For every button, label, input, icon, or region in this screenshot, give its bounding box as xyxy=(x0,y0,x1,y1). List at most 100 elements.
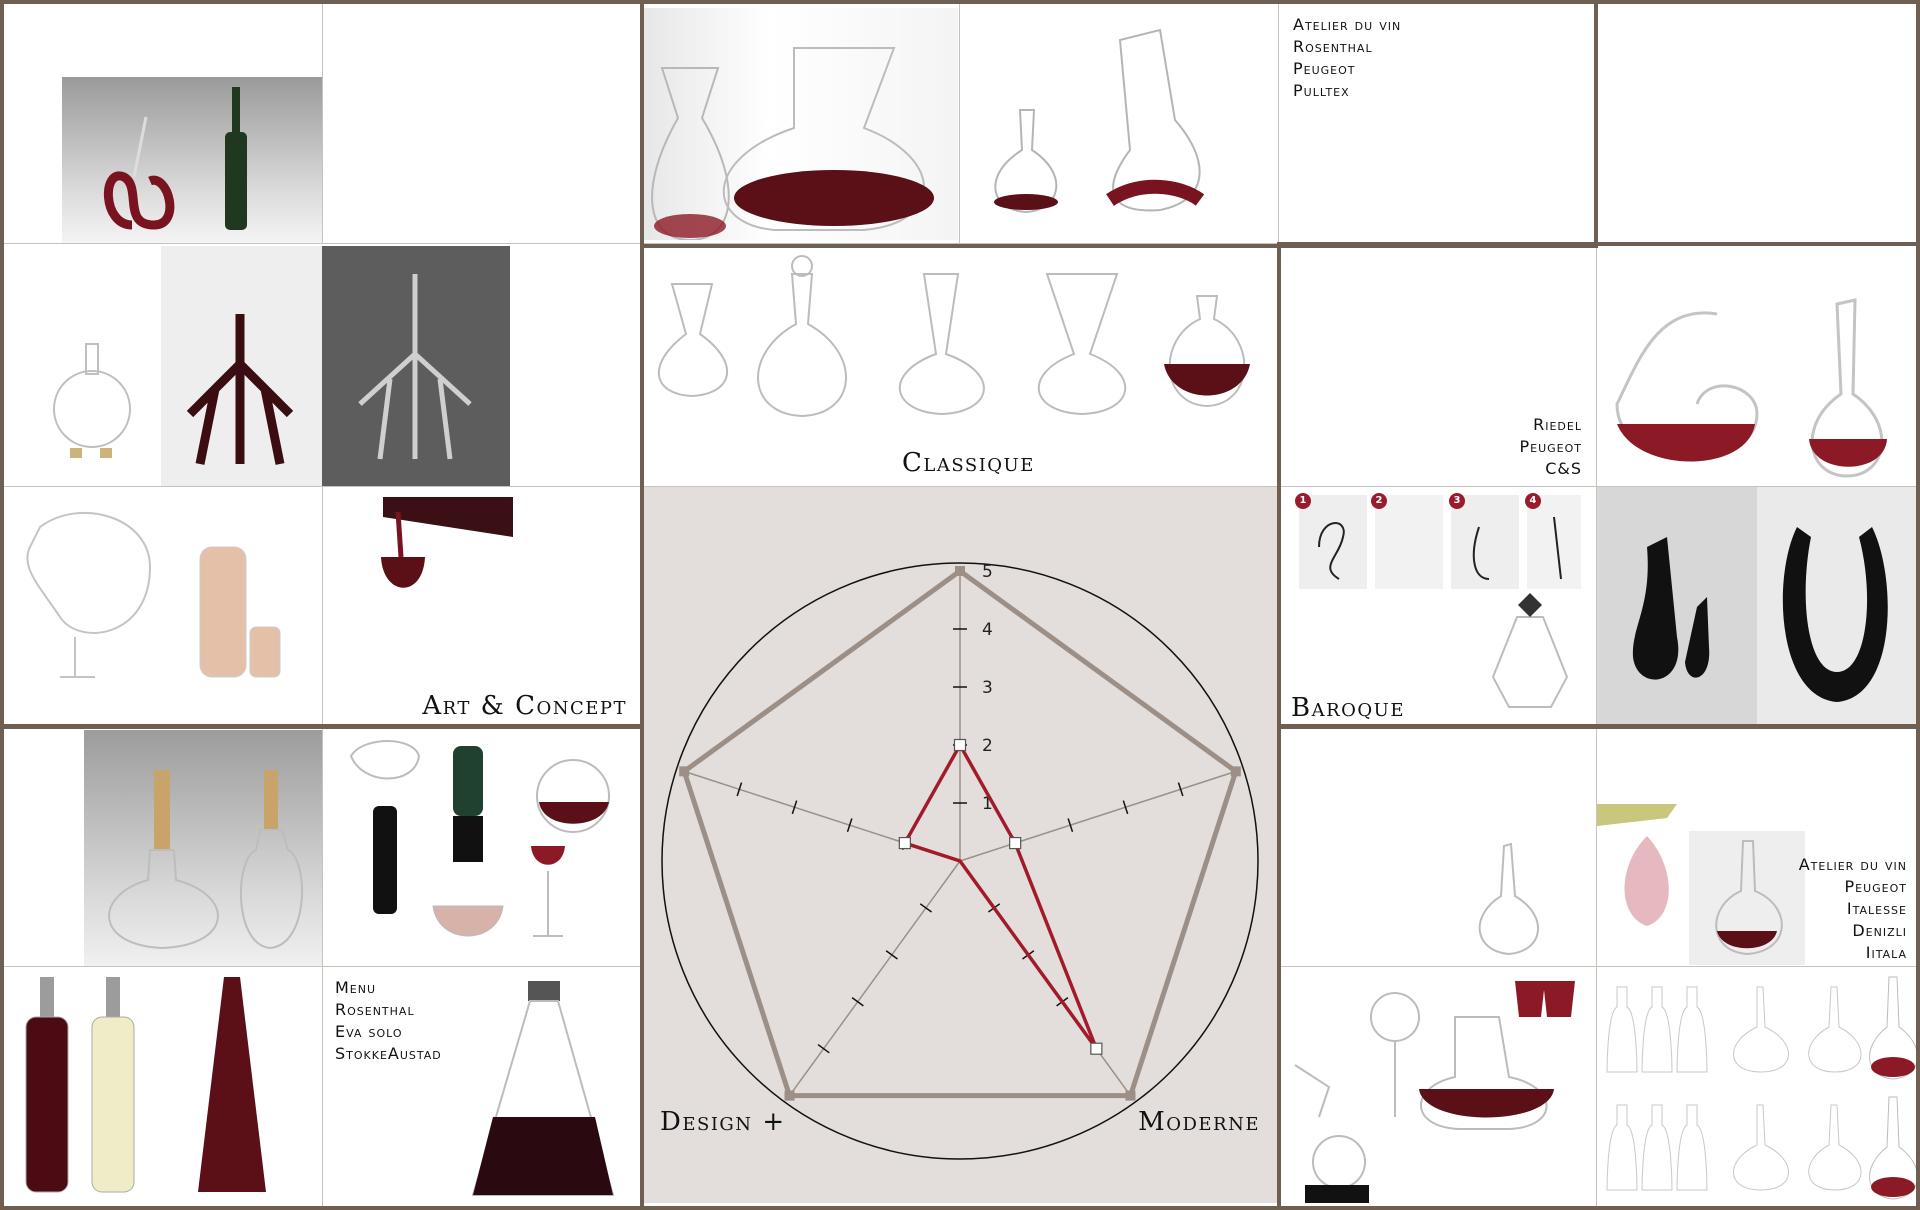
radar-vertex-marker xyxy=(1230,766,1241,777)
aerator-decanter-illustration xyxy=(349,740,610,937)
cell-r5-c1 xyxy=(0,967,323,1210)
radar-tick-mark xyxy=(736,782,743,797)
cell-r5-c5 xyxy=(1279,967,1597,1210)
modern-carafe-illustration xyxy=(1478,842,1540,956)
cell-r3-c1 xyxy=(0,487,323,726)
cell-r1-c5: Atelier du vin Rosenthal Peugeot Pulltex xyxy=(1279,0,1597,244)
badge-2: 2 xyxy=(1371,493,1387,509)
category-label-classique: Classique xyxy=(902,448,1035,478)
cell-r2-c1 xyxy=(0,244,642,487)
cell-r2-c5: Riedel Peugeot C&S xyxy=(1279,244,1597,487)
radar-data-point xyxy=(1090,1042,1103,1055)
tilted-decanter-illustration xyxy=(994,28,1205,214)
badge-3: 3 xyxy=(1449,493,1465,509)
cell-r2-c6 xyxy=(1597,244,1920,487)
radar-tick-label: 4 xyxy=(982,620,993,640)
brand-name: Pulltex xyxy=(1293,81,1350,100)
radar-data-point xyxy=(953,738,967,752)
wood-stopper-decanter-illustration xyxy=(108,770,303,950)
moderne-brand-list: Atelier du vin Peugeot Italesse Denizli … xyxy=(1799,854,1907,964)
radar-tick-mark xyxy=(1122,800,1129,815)
radar-chart: 1 2 3 4 5 xyxy=(661,562,1259,1160)
radar-vertex-marker xyxy=(955,566,965,576)
radar-tick-label: 1 xyxy=(982,794,993,814)
radar-tick-mark xyxy=(791,800,798,815)
category-label-baroque: Baroque xyxy=(1291,693,1405,723)
brand-name: Rosenthal xyxy=(1293,37,1373,56)
brand-name: Eva solo xyxy=(335,1022,403,1041)
cell-r1-c3 xyxy=(642,0,960,244)
brand-name: Peugeot xyxy=(1519,437,1582,456)
badge-4: 4 xyxy=(1525,493,1541,509)
radar-tick-mark xyxy=(1177,782,1184,797)
axis-label-moderne: Moderne xyxy=(1138,1107,1260,1137)
cell-r4-c2 xyxy=(323,726,642,967)
brand-name: Rosenthal xyxy=(335,1000,415,1019)
cell-r1-c1 xyxy=(0,0,323,244)
brand-name: Menu xyxy=(335,978,377,997)
brand-name: Italesse xyxy=(1846,899,1907,918)
radar-chart-panel: 1 2 3 4 5 Design + Moderne xyxy=(642,487,1278,1203)
wood-stopper-decanter-photo xyxy=(84,730,322,966)
radar-tick-label: 2 xyxy=(982,736,993,756)
axis-label-design: Design + xyxy=(660,1107,786,1137)
radar-tick-mark xyxy=(1067,818,1074,833)
brand-name: Atelier du vin xyxy=(1293,15,1402,34)
category-label-art-concept: Art & Concept xyxy=(422,691,627,721)
swan-decanter-illustration xyxy=(1615,298,1887,478)
radar-tick-mark xyxy=(846,818,853,833)
decanter-photo xyxy=(62,77,322,243)
cell-r1-c2 xyxy=(323,0,642,244)
wine-pour-decanter-illustration xyxy=(1597,804,1805,965)
cell-r1-c4 xyxy=(960,0,1279,244)
pouring-decanter-illustration xyxy=(381,497,513,588)
radar-rating-polygon xyxy=(902,741,1098,1050)
radar-tick-mark xyxy=(817,1043,830,1054)
radar-tick-label: 3 xyxy=(982,678,993,698)
radar-tick-label: 5 xyxy=(982,562,993,582)
radar-tick-mark xyxy=(851,997,864,1007)
cell-r3-c2: Art & Concept xyxy=(323,487,642,726)
cell-r3-c5: 1 2 3 4 Baroque xyxy=(1279,487,1597,726)
black-decanter-illustration xyxy=(1597,487,1919,725)
knot-decanter-illustration xyxy=(103,87,247,230)
design-brand-list: Menu Rosenthal Eva solo StokkeAustad xyxy=(335,977,442,1065)
radar-outer-circle xyxy=(661,562,1259,1160)
brand-name: Peugeot xyxy=(1293,59,1356,78)
decanter-outline-sketches xyxy=(1606,976,1918,1200)
baroque-numbered-decanters-illustration xyxy=(1299,495,1581,708)
radar-axis-line xyxy=(959,770,1237,862)
brand-name: Iitala xyxy=(1865,943,1907,962)
baroque-brand-list: Riedel Peugeot C&S xyxy=(1519,414,1582,480)
radar-data-point xyxy=(898,836,911,850)
cell-r3-c6 xyxy=(1597,487,1920,726)
design-glassware-illustration xyxy=(1294,981,1575,1203)
radar-vertex-marker xyxy=(1125,1090,1136,1101)
radar-vertex-marker xyxy=(784,1090,795,1101)
radar-tick-mark xyxy=(885,950,898,960)
cell-r1-c6 xyxy=(1597,0,1920,244)
radar-tick-mark xyxy=(919,903,933,913)
bird-decanter-illustration xyxy=(26,512,281,678)
radar-data-point xyxy=(1009,836,1022,850)
cone-decanter-illustration xyxy=(471,981,615,1196)
brand-name: Riedel xyxy=(1533,415,1582,434)
classic-decanter-illustration xyxy=(651,47,934,242)
classic-decanter-photo xyxy=(644,8,958,242)
brand-name: Atelier du vin xyxy=(1798,855,1907,874)
cell-r5-c2: Menu Rosenthal Eva solo StokkeAustad xyxy=(323,967,642,1210)
brand-name: StokkeAustad xyxy=(335,1044,442,1063)
art-decanter-trio-illustration xyxy=(53,246,510,486)
radar-outer-polygon xyxy=(681,567,1239,1099)
cell-r4-c6: Atelier du vin Peugeot Italesse Denizli … xyxy=(1597,726,1920,967)
classic-decanter-lineup-illustration xyxy=(657,255,1250,418)
brand-name: Denizli xyxy=(1852,921,1907,940)
cell-r4-c5 xyxy=(1279,726,1597,967)
radar-axis-line xyxy=(788,860,961,1097)
radar-vertex-marker xyxy=(679,766,690,777)
badge-1: 1 xyxy=(1295,493,1311,509)
brand-name: C&S xyxy=(1545,459,1582,478)
classique-brand-list: Atelier du vin Rosenthal Peugeot Pulltex xyxy=(1293,14,1401,102)
cell-r5-c6 xyxy=(1597,967,1920,1210)
